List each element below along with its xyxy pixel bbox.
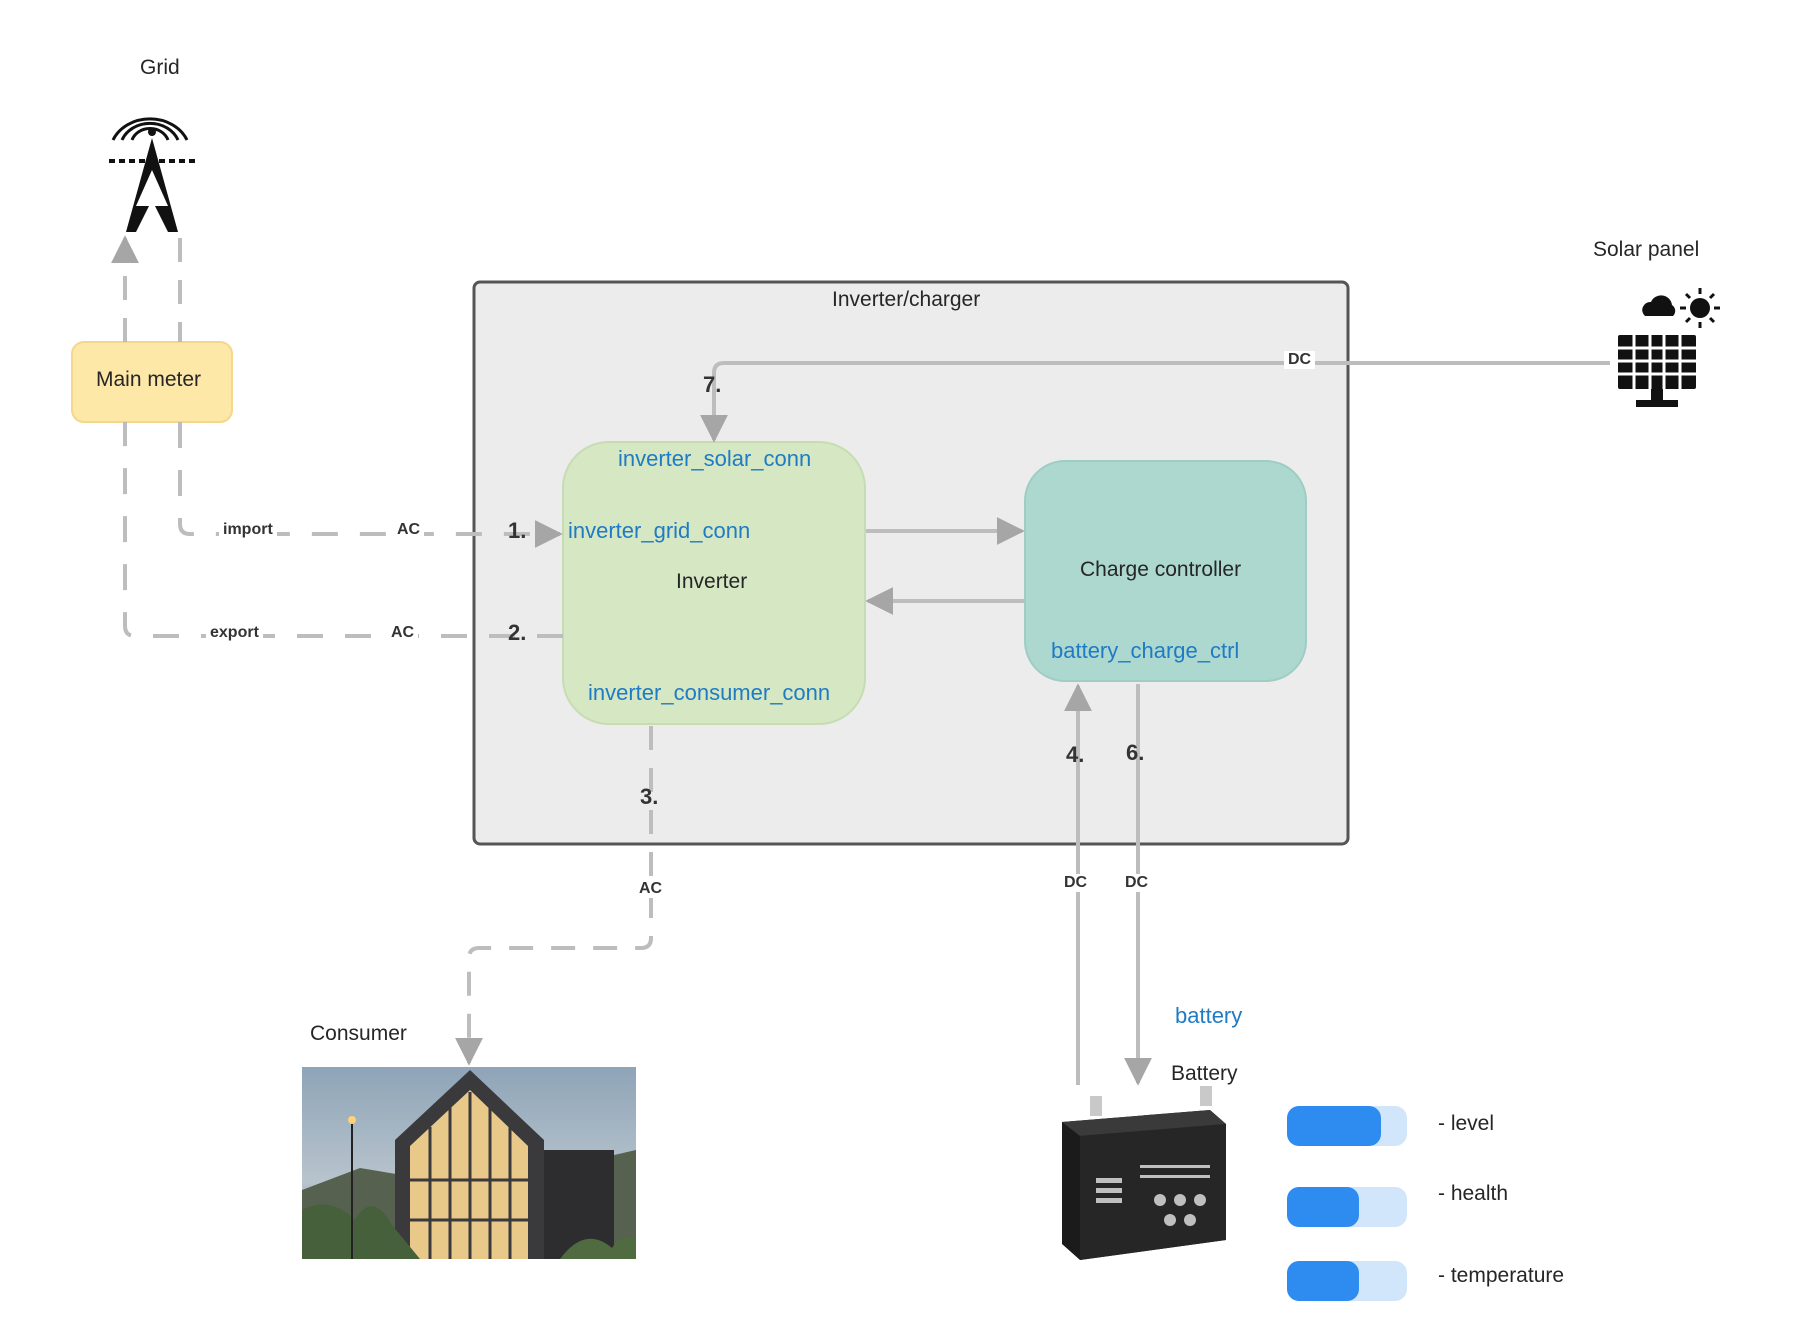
temperature-bar-fill bbox=[1287, 1261, 1359, 1301]
battery-photo bbox=[1062, 1086, 1226, 1260]
level-bar bbox=[1287, 1106, 1407, 1146]
inverter-consumer-conn-label: inverter_consumer_conn bbox=[588, 680, 831, 705]
step-3: 3. bbox=[640, 784, 659, 809]
step-4: 4. bbox=[1066, 742, 1085, 767]
battery-up-dc-label: DC bbox=[1060, 874, 1092, 892]
battery-label: Battery bbox=[1171, 1062, 1238, 1085]
export-path bbox=[123, 422, 563, 638]
consumer-ac-label: AC bbox=[635, 880, 667, 898]
grid-label: Grid bbox=[140, 56, 180, 79]
solar-panel-icon bbox=[1618, 288, 1720, 407]
inverter-solar-conn-label: inverter_solar_conn bbox=[618, 446, 812, 471]
import-ac-label: AC bbox=[393, 521, 425, 539]
solar-dc-label: DC bbox=[1284, 351, 1316, 369]
import-path bbox=[178, 422, 563, 548]
temperature-label: - temperature bbox=[1438, 1264, 1565, 1287]
level-bar-fill bbox=[1287, 1106, 1381, 1146]
battery-charge-ctrl-label: battery_charge_ctrl bbox=[1051, 638, 1240, 663]
battery-down-dc-label: DC bbox=[1121, 874, 1153, 892]
inverter-charger-label: Inverter/charger bbox=[832, 288, 981, 311]
solar-panel-label: Solar panel bbox=[1593, 238, 1700, 261]
inverter-label: Inverter bbox=[676, 570, 748, 593]
inverter-grid-conn-label: inverter_grid_conn bbox=[568, 518, 751, 543]
consumer-ac-path bbox=[455, 726, 653, 1066]
consumer-label: Consumer bbox=[310, 1022, 407, 1045]
level-label: - level bbox=[1438, 1112, 1495, 1135]
health-label: - health bbox=[1438, 1182, 1509, 1205]
step-2: 2. bbox=[508, 620, 527, 645]
step-7: 7. bbox=[703, 372, 722, 397]
main-meter-label: Main meter bbox=[96, 368, 202, 391]
charge-controller-label: Charge controller bbox=[1080, 558, 1242, 581]
battery-conn-label: battery bbox=[1175, 1003, 1243, 1028]
step-1: 1. bbox=[508, 518, 527, 543]
health-bar-fill bbox=[1287, 1187, 1359, 1227]
export-ac-label: AC bbox=[387, 624, 419, 642]
temperature-bar bbox=[1287, 1261, 1407, 1301]
import-label: import bbox=[219, 521, 277, 539]
main-meter-box bbox=[71, 341, 233, 423]
solar-dc-path bbox=[700, 361, 1610, 443]
export-label: export bbox=[206, 624, 263, 642]
charge-controller-box bbox=[1024, 460, 1307, 682]
step-6: 6. bbox=[1126, 740, 1145, 765]
consumer-house-photo bbox=[302, 1067, 636, 1259]
health-bar bbox=[1287, 1187, 1407, 1227]
transmission-tower-icon bbox=[109, 117, 195, 232]
